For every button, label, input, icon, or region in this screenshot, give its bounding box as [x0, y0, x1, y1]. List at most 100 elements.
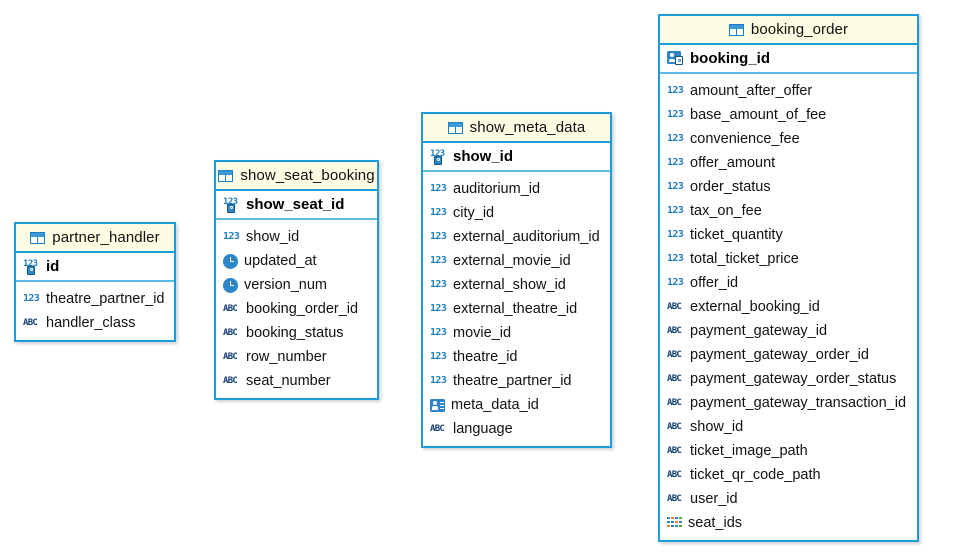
field-row[interactable]: ABC show_id — [660, 415, 917, 439]
field-label: external_show_id — [453, 277, 566, 293]
entity-header[interactable]: partner_handler — [16, 224, 174, 253]
numeric-icon: 123 — [430, 351, 447, 362]
field-label: seat_number — [246, 373, 331, 389]
field-row[interactable]: meta_data_id — [423, 393, 610, 417]
field-label: offer_id — [690, 275, 739, 291]
string-icon: ABC — [430, 424, 445, 434]
field-row[interactable]: ABC row_number — [216, 345, 377, 369]
entity-header[interactable]: show_seat_booking — [216, 162, 377, 191]
numeric-icon: 123 — [223, 231, 240, 242]
field-label: external_booking_id — [690, 299, 820, 315]
field-label: amount_after_offer — [690, 83, 813, 99]
field-row[interactable]: ABC external_booking_id — [660, 295, 917, 319]
numeric-icon: 123 — [667, 157, 684, 168]
contact-card-icon — [430, 398, 445, 412]
field-row[interactable]: updated_at — [216, 249, 377, 273]
field-row[interactable]: 123 external_show_id — [423, 273, 610, 297]
string-icon: ABC — [223, 352, 238, 362]
string-icon: ABC — [667, 302, 682, 312]
field-label: row_number — [246, 349, 327, 365]
numeric-icon: 123 — [667, 181, 684, 192]
numeric-icon: 123 — [430, 207, 447, 218]
primary-key-label: show_id — [453, 148, 514, 165]
table-grid-icon — [218, 169, 234, 182]
entity-header[interactable]: show_meta_data — [423, 114, 610, 143]
primary-key-label: show_seat_id — [246, 196, 345, 213]
field-label: external_theatre_id — [453, 301, 578, 317]
numeric-icon: 123 — [430, 327, 447, 338]
field-label: meta_data_id — [451, 397, 539, 413]
string-icon: ABC — [23, 318, 38, 328]
primary-key-row[interactable]: booking_id — [660, 45, 917, 74]
field-label: booking_status — [246, 325, 344, 341]
string-icon: ABC — [667, 422, 682, 432]
field-label: handler_class — [46, 315, 136, 331]
numeric-icon: 123 — [667, 253, 684, 264]
numeric-icon: 123 — [430, 255, 447, 266]
string-icon: ABC — [667, 470, 682, 480]
field-label: ticket_quantity — [690, 227, 783, 243]
entity-header[interactable]: booking_order — [660, 16, 917, 45]
field-row[interactable]: ABC handler_class — [16, 311, 174, 335]
numeric-key-icon: 123 — [430, 149, 447, 165]
string-icon: ABC — [223, 304, 238, 314]
field-row[interactable]: 123 total_ticket_price — [660, 247, 917, 271]
field-label: theatre_partner_id — [46, 291, 165, 307]
field-label: payment_gateway_id — [690, 323, 828, 339]
array-grid-icon — [667, 516, 682, 530]
string-icon: ABC — [667, 374, 682, 384]
string-icon: ABC — [667, 446, 682, 456]
contact-card-key-icon — [667, 51, 684, 66]
numeric-icon: 123 — [430, 279, 447, 290]
string-icon: ABC — [667, 398, 682, 408]
field-row[interactable]: version_num — [216, 273, 377, 297]
entity-title: partner_handler — [52, 229, 160, 246]
field-label: total_ticket_price — [690, 251, 799, 267]
field-label: version_num — [244, 277, 328, 293]
string-icon: ABC — [667, 494, 682, 504]
field-row[interactable]: seat_ids — [660, 511, 917, 535]
primary-key-row[interactable]: 123 show_id — [423, 143, 610, 172]
field-label: seat_ids — [688, 515, 743, 531]
clock-icon — [223, 253, 238, 269]
field-label: show_id — [690, 419, 744, 435]
field-label: tax_on_fee — [690, 203, 762, 219]
